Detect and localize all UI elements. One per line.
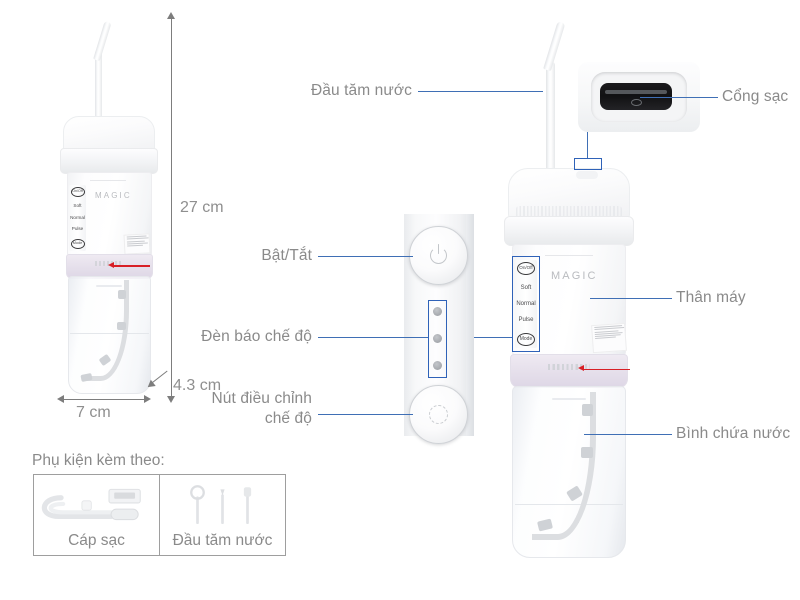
width-dimension-label: 7 cm (76, 404, 111, 421)
right-warning-sticker (591, 322, 627, 354)
left-hose-icon (82, 280, 129, 381)
right-mode-pill[interactable]: Mode (517, 333, 535, 346)
charging-port-source-box (574, 158, 602, 170)
control-panel-edge (466, 214, 474, 436)
right-hose-segment (581, 447, 593, 458)
height-arrow-bottom-icon (167, 396, 175, 403)
mode-led-3 (433, 361, 442, 370)
left-onoff-pill: On/Off (70, 187, 85, 197)
right-hose-segment (582, 404, 593, 416)
mode-led-callout-box (428, 300, 447, 378)
nozzle-icon (95, 50, 102, 160)
width-arrow-left-icon (57, 395, 64, 403)
depth-dimension-label: 4.3 cm (173, 377, 222, 394)
right-mode-normal: Normal (516, 301, 536, 307)
right-mode-soft: Soft (520, 285, 532, 291)
height-dimension-line (171, 18, 173, 396)
mode-strip-callout-box (512, 256, 540, 352)
left-red-arrow-icon (108, 262, 150, 270)
left-body-groove (90, 180, 126, 181)
charging-port-dot-icon (631, 99, 642, 106)
mode-led-1 (433, 307, 442, 316)
left-warning-sticker (123, 233, 151, 255)
body-callout-label: Thân máy (676, 289, 746, 306)
left-mode-pulse: Pulse (71, 226, 84, 232)
right-body-groove (545, 255, 593, 257)
mode-leds-callout-label: Đèn báo chế độ (201, 328, 312, 345)
mode-leds-leader-line (318, 337, 428, 339)
charging-port-leader-line (640, 97, 718, 99)
width-arrow-right-icon (144, 395, 151, 403)
accessory-label-nozzle-tips: Đầu tăm nước (172, 532, 273, 549)
power-leader-line (318, 256, 413, 258)
left-hose-segment (117, 322, 126, 330)
right-device-illustration: MAGIC On/Off Soft Normal Pulse Mode (490, 10, 670, 570)
water-tank-leader-line (584, 434, 672, 436)
brand-logo-right: MAGIC (551, 270, 598, 282)
left-mode-pill: Mode (70, 238, 85, 249)
mode-led-2 (433, 334, 442, 343)
mode-icon (429, 405, 448, 424)
right-mode-label: Mode (519, 336, 533, 342)
accessory-item-nozzle-tips: Đầu tăm nước (159, 475, 285, 555)
mode-button-leader-line (318, 414, 413, 416)
right-nozzle-icon (546, 62, 555, 180)
nozzle-leader-line (418, 91, 543, 93)
left-device-collar (60, 148, 158, 174)
right-onoff-label: On/Off (519, 265, 533, 271)
right-hose-icon (532, 392, 596, 540)
mode-strip-to-panel-leader (474, 337, 512, 339)
power-callout-label: Bật/Tắt (261, 247, 312, 264)
right-mode-pulse: Pulse (518, 317, 534, 323)
height-arrow-top-icon (167, 12, 175, 19)
power-icon (430, 247, 447, 264)
nozzle-callout-label: Đầu tăm nước (311, 82, 412, 99)
charging-port-callout-label: Cổng sạc (722, 88, 789, 105)
width-dimension-line (63, 399, 147, 401)
water-tank-callout-label: Bình chứa nước (676, 425, 791, 442)
charging-port-on-device (576, 171, 598, 179)
left-mode-strip: On/Off Soft Normal Pulse Mode (69, 185, 86, 251)
power-icon-stem (437, 244, 440, 254)
charging-port-contact-bar (605, 90, 667, 94)
accessory-item-charging-cable: Cáp sạc (34, 475, 159, 555)
right-tank-ring-text (548, 364, 590, 370)
left-device-illustration: MAGIC On/Off Soft Normal Pulse Mode (48, 8, 188, 408)
left-hose-segment (118, 290, 126, 299)
accessory-label-charging-cable: Cáp sạc (68, 532, 125, 549)
brand-logo-left: MAGIC (95, 191, 132, 200)
body-leader-line (590, 298, 672, 300)
mode-button-callout-label-line1: Nút điều chỉnh (211, 390, 312, 407)
accessories-box: Cáp sạc Đầu tăm nước (33, 474, 286, 556)
nozzle-tip-icon (93, 20, 112, 61)
right-mode-strip: On/Off Soft Normal Pulse Mode (515, 260, 537, 348)
left-mode-normal: Normal (70, 214, 85, 220)
left-mode-label: Mode (72, 241, 83, 246)
left-mode-soft: Soft (73, 203, 82, 209)
charging-port-connector-line (587, 132, 589, 158)
right-red-arrow-icon (578, 365, 630, 374)
mode-button-callout-label-line2: chế độ (264, 410, 312, 427)
nozzle-tips-icon (160, 481, 285, 529)
height-dimension-label: 27 cm (180, 199, 224, 216)
right-device-collar (504, 216, 634, 246)
accessories-title: Phụ kiện kèm theo: (32, 452, 165, 469)
right-onoff-pill[interactable]: On/Off (517, 262, 535, 275)
left-onoff-label: On/Off (72, 189, 83, 194)
usb-cable-icon (34, 481, 159, 529)
